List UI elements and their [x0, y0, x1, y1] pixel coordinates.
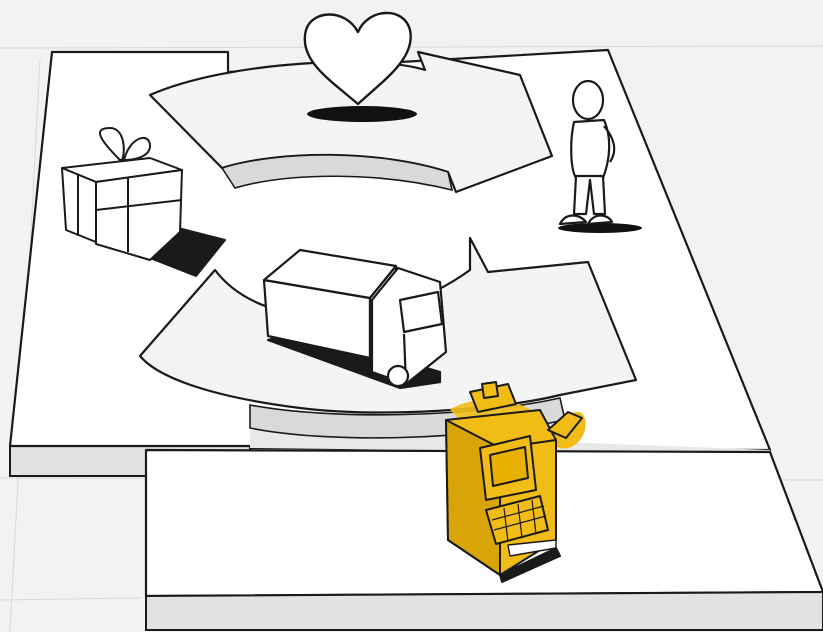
- canvas-illustration: [0, 0, 823, 632]
- canvas-diagram: [0, 0, 823, 632]
